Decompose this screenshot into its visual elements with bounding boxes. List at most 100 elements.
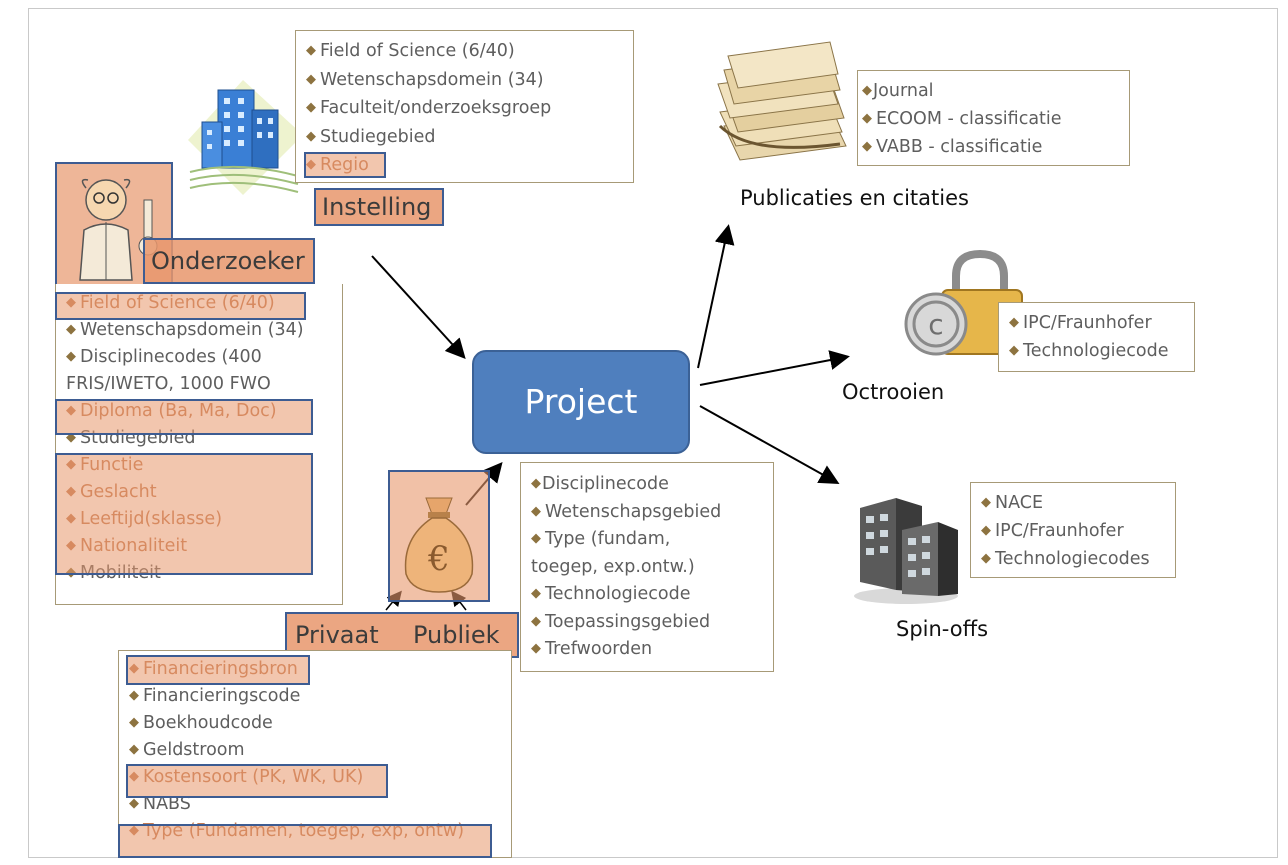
diamond-bullet-icon: ◆ <box>1009 315 1019 330</box>
onderzoeker-item-text: FRIS/IWETO, 1000 FWO <box>66 374 271 394</box>
publicaties-item: ◆ ECOOM - classificatie <box>862 105 1062 135</box>
diamond-bullet-icon: ◆ <box>862 83 872 98</box>
instelling-item-text: Wetenschapsdomein (34) <box>320 69 544 90</box>
financiering-item-text: NABS <box>143 794 191 814</box>
paper-stack-icon <box>710 26 860 166</box>
publiek-label: Publiek <box>413 621 500 649</box>
instelling-item-text: Faculteit/onderzoeksgroep <box>320 98 552 118</box>
svg-text:€: € <box>427 539 450 579</box>
diamond-bullet-icon: ◆ <box>981 523 991 538</box>
office-building-icon <box>168 60 308 200</box>
project-node: Project <box>472 350 690 454</box>
diamond-bullet-icon: ◆ <box>1009 343 1019 358</box>
instelling-label: Instelling <box>314 188 444 226</box>
instelling-item-text: Studiegebied <box>320 126 436 147</box>
onderzoeker-highlight-persoon <box>55 453 313 575</box>
diamond-bullet-icon: ◆ <box>66 430 76 445</box>
instelling-item: ◆Studiegebied <box>306 123 436 154</box>
financiering-item-text: Financieringscode <box>143 686 301 706</box>
octrooien-caption: Octrooien <box>842 380 945 404</box>
spinoffs-item: ◆ NACE <box>981 489 1043 519</box>
spinoffs-item-text: IPC/Fraunhofer <box>995 521 1124 541</box>
spinoffs-item-text: NACE <box>995 493 1044 513</box>
project_attributes-item: ◆Type (fundam, <box>531 526 670 555</box>
financiering-highlight-bron <box>126 655 310 685</box>
arrow-project-publicaties <box>697 224 735 369</box>
privaat-label: Privaat <box>295 621 379 649</box>
project_attributes-item-text: Trefwoorden <box>545 639 653 659</box>
project_attributes-item-text: Wetenschapsgebied <box>545 501 722 522</box>
publicaties-caption: Publicaties en citaties <box>740 186 969 210</box>
onderzoeker-highlight-fos <box>55 292 306 320</box>
diamond-bullet-icon: ◆ <box>981 551 991 566</box>
financiering-highlight-kostensoort <box>126 764 388 798</box>
instelling-item: ◆ Field of Science (6/40) <box>306 37 515 68</box>
financiering-item-text: Geldstroom <box>143 740 245 760</box>
diamond-bullet-icon: ◆ <box>981 495 991 510</box>
financiering-item-text: Boekhoudcode <box>143 713 273 733</box>
spinoffs-caption: Spin-offs <box>896 617 989 641</box>
octrooien-item-text: Technologiecode <box>1023 341 1169 361</box>
diamond-bullet-icon: ◆ <box>129 796 139 811</box>
diamond-bullet-icon: ◆ <box>129 715 139 730</box>
project_attributes-item: toegep, exp.ontw.) <box>531 554 695 582</box>
instelling-item: ◆ Faculteit/onderzoeksgroep <box>306 94 551 125</box>
financiering-item: ◆ Boekhoudcode <box>129 710 273 738</box>
diamond-bullet-icon: ◆ <box>862 139 872 154</box>
project_attributes-item-text: Disciplinecode <box>542 474 669 494</box>
diamond-bullet-icon: ◆ <box>531 503 541 519</box>
diamond-bullet-icon: ◆ <box>306 100 316 115</box>
diamond-bullet-icon: ◆ <box>862 111 872 126</box>
svg-text:c: c <box>928 308 943 341</box>
financiering-item: ◆Financieringscode <box>129 683 300 711</box>
diamond-bullet-icon: ◆ <box>531 586 541 601</box>
octrooien-attributes-box: ◆ IPC/Fraunhofer ◆ Technologiecode <box>998 302 1195 372</box>
arrow-project-spinoffs <box>699 405 840 484</box>
diamond-bullet-icon: ◆ <box>531 531 541 546</box>
project-attributes-box: ◆Disciplinecode◆Wetenschapsgebied◆Type (… <box>520 462 774 672</box>
project_attributes-item-text: toegep, exp.ontw.) <box>531 556 695 577</box>
diamond-bullet-icon: ◆ <box>66 322 76 337</box>
spinoffs-item: ◆ IPC/Fraunhofer <box>981 517 1124 547</box>
diamond-bullet-icon: ◆ <box>306 128 316 144</box>
slide-frame <box>28 8 1278 858</box>
project_attributes-item-text: Technologiecode <box>545 584 691 604</box>
onderzoeker-item: ◆ Wetenschapsdomein (34) <box>66 317 304 345</box>
diamond-bullet-icon: ◆ <box>531 476 541 491</box>
onderzoeker-label: Onderzoeker <box>143 238 315 284</box>
octrooien-item-text: IPC/Fraunhofer <box>1023 313 1152 333</box>
financiering-item: ◆ NABS <box>129 791 191 819</box>
spinoffs-item-text: Technologiecodes <box>995 549 1150 569</box>
project_attributes-item: ◆Wetenschapsgebied <box>531 499 721 528</box>
diamond-bullet-icon: ◆ <box>531 641 541 656</box>
diamond-bullet-icon: ◆ <box>129 742 139 757</box>
publicaties-item-text: Journal <box>873 81 934 101</box>
publicaties-item-text: ECOOM - classificatie <box>876 109 1062 129</box>
arrow-project-octrooien <box>699 350 850 386</box>
diamond-bullet-icon: ◆ <box>306 71 316 87</box>
spinoffs-item: ◆ Technologiecodes <box>981 545 1150 575</box>
project_attributes-item-text: Toepassingsgebied <box>545 611 711 632</box>
diamond-bullet-icon: ◆ <box>306 43 316 58</box>
project_attributes-item: ◆ Trefwoorden <box>531 636 652 665</box>
publicaties-attributes-box: ◆Journal◆ECOOM - classificatie◆VABB - cl… <box>857 70 1130 166</box>
diamond-bullet-icon: ◆ <box>66 349 76 364</box>
octrooien-item: ◆ IPC/Fraunhofer <box>1009 309 1152 339</box>
project_attributes-item: ◆ Technologiecode <box>531 581 691 610</box>
company-buildings-icon <box>846 478 966 606</box>
diamond-bullet-icon: ◆ <box>531 613 541 629</box>
publicaties-item-text: VABB - classificatie <box>876 137 1043 157</box>
onderzoeker-highlight-diploma <box>55 399 313 435</box>
instelling-highlight-regio <box>304 152 386 178</box>
euro-money-bag-icon: € <box>396 478 482 596</box>
instelling-item-text: Field of Science (6/40) <box>320 41 515 61</box>
onderzoeker-item-text: Wetenschapsdomein (34) <box>80 320 304 340</box>
project_attributes-item: ◆Toepassingsgebied <box>531 609 710 638</box>
onderzoeker-item-text: Disciplinecodes (400 <box>80 347 262 367</box>
instelling-item: ◆Wetenschapsdomein (34) <box>306 66 544 97</box>
onderzoeker-item: ◆ Disciplinecodes (400 <box>66 344 262 372</box>
onderzoeker-item: FRIS/IWETO, 1000 FWO <box>66 371 271 398</box>
project_attributes-item: ◆Disciplinecode <box>531 471 669 500</box>
